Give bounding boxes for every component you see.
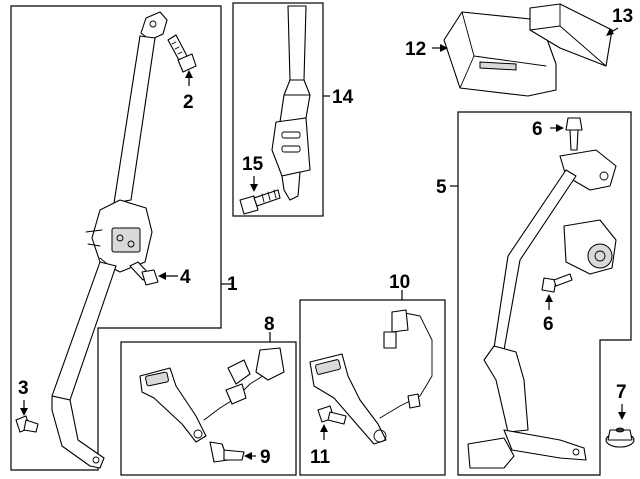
bolt-4-icon: [129, 261, 159, 286]
bolt-3-icon: [15, 415, 39, 433]
callout-4: 4: [180, 267, 191, 288]
rear-seat-belt-assembly: [467, 149, 617, 469]
callout-1: 1: [227, 274, 238, 295]
callout-2: 2: [183, 92, 194, 113]
arrow-3-icon: [20, 408, 28, 416]
bolt-2-icon: [167, 34, 197, 73]
callout-3: 3: [18, 378, 29, 399]
arrow-11-icon: [320, 424, 328, 432]
bolt-6-upper-icon: [565, 117, 583, 151]
frame-adjuster-group: [232, 2, 324, 217]
callout-10: 10: [389, 272, 410, 293]
frame-front-buckle-group: [120, 341, 297, 476]
callout-11: 11: [310, 447, 331, 468]
front-seat-belt-assembly: [51, 11, 168, 469]
arrow-7-icon: [618, 412, 626, 420]
buckle-with-sensor-assembly: [309, 309, 433, 445]
callout-5: 5: [436, 177, 447, 198]
height-adjuster-strap: [271, 5, 311, 201]
frame-front-belt-group: [10, 5, 222, 471]
arrow-4-icon: [158, 272, 166, 280]
arrow-6a-icon: [556, 124, 564, 132]
bolt-6-lower-icon: [541, 273, 573, 293]
arrow-9-icon: [244, 452, 252, 460]
callout-14: 14: [332, 87, 354, 108]
callout-15: 15: [242, 154, 264, 175]
pillar-trim-cover-13: [529, 3, 613, 67]
arrow-13-icon: [606, 28, 614, 36]
callout-7: 7: [616, 382, 627, 403]
callout-6a: 6: [532, 119, 543, 140]
callout-9: 9: [260, 447, 271, 468]
callout-13: 13: [612, 6, 633, 27]
nut-7-icon: [605, 427, 635, 448]
pillar-trim-cover-12: [443, 11, 557, 97]
front-buckle-assembly: [139, 347, 285, 443]
bolt-15-icon: [239, 189, 281, 215]
bolt-11-icon: [317, 405, 347, 425]
arrow-15-icon: [250, 184, 258, 192]
bolt-9-icon: [209, 441, 245, 463]
frame-rear-belt-group: [457, 111, 632, 476]
arrow-12-icon: [440, 44, 448, 52]
callout-6b: 6: [543, 314, 554, 335]
arrow-2-icon: [185, 70, 193, 78]
frame-sensor-buckle-group: [299, 299, 446, 476]
arrow-6b-icon: [545, 294, 553, 302]
callout-12: 12: [405, 39, 426, 60]
callout-8: 8: [264, 314, 275, 335]
